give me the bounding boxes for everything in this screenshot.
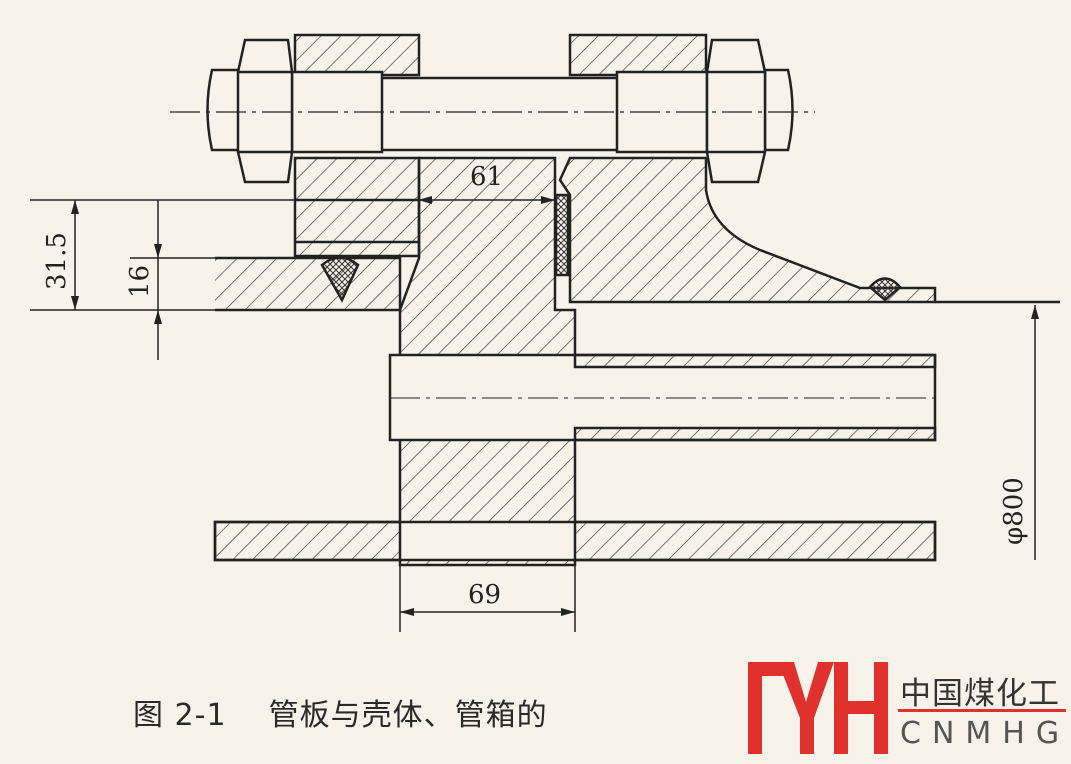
- bolt-shaft: [378, 76, 622, 152]
- dim-69: 69: [468, 580, 501, 610]
- gasket: [554, 193, 570, 277]
- shell-weld: [320, 256, 360, 303]
- left-hex-nut: [236, 38, 294, 184]
- logo-english-abbr: CNMHG: [900, 716, 1071, 751]
- dim-phi800: φ800: [999, 477, 1029, 545]
- dim-31-5: 31.5: [42, 232, 72, 290]
- shell-flange: [293, 156, 421, 258]
- right-bolt-end: [763, 68, 794, 152]
- cnmhg-logo-mark: [748, 662, 888, 754]
- channel-weld: [868, 277, 902, 302]
- logo-divider: [898, 709, 1066, 712]
- logo-chinese-name: 中国煤化工: [900, 676, 1060, 712]
- dim-16: 16: [125, 265, 155, 298]
- right-flange-top: [568, 33, 708, 77]
- channel-flange: [558, 156, 937, 304]
- figure-caption: 图 2-1 管板与壳体、管箱的: [133, 698, 548, 733]
- left-flange-top: [293, 33, 421, 77]
- left-bolt-end: [206, 68, 242, 152]
- shell-wall: [215, 256, 402, 312]
- dim-61: 61: [470, 162, 503, 192]
- right-hex-nut: [705, 38, 767, 184]
